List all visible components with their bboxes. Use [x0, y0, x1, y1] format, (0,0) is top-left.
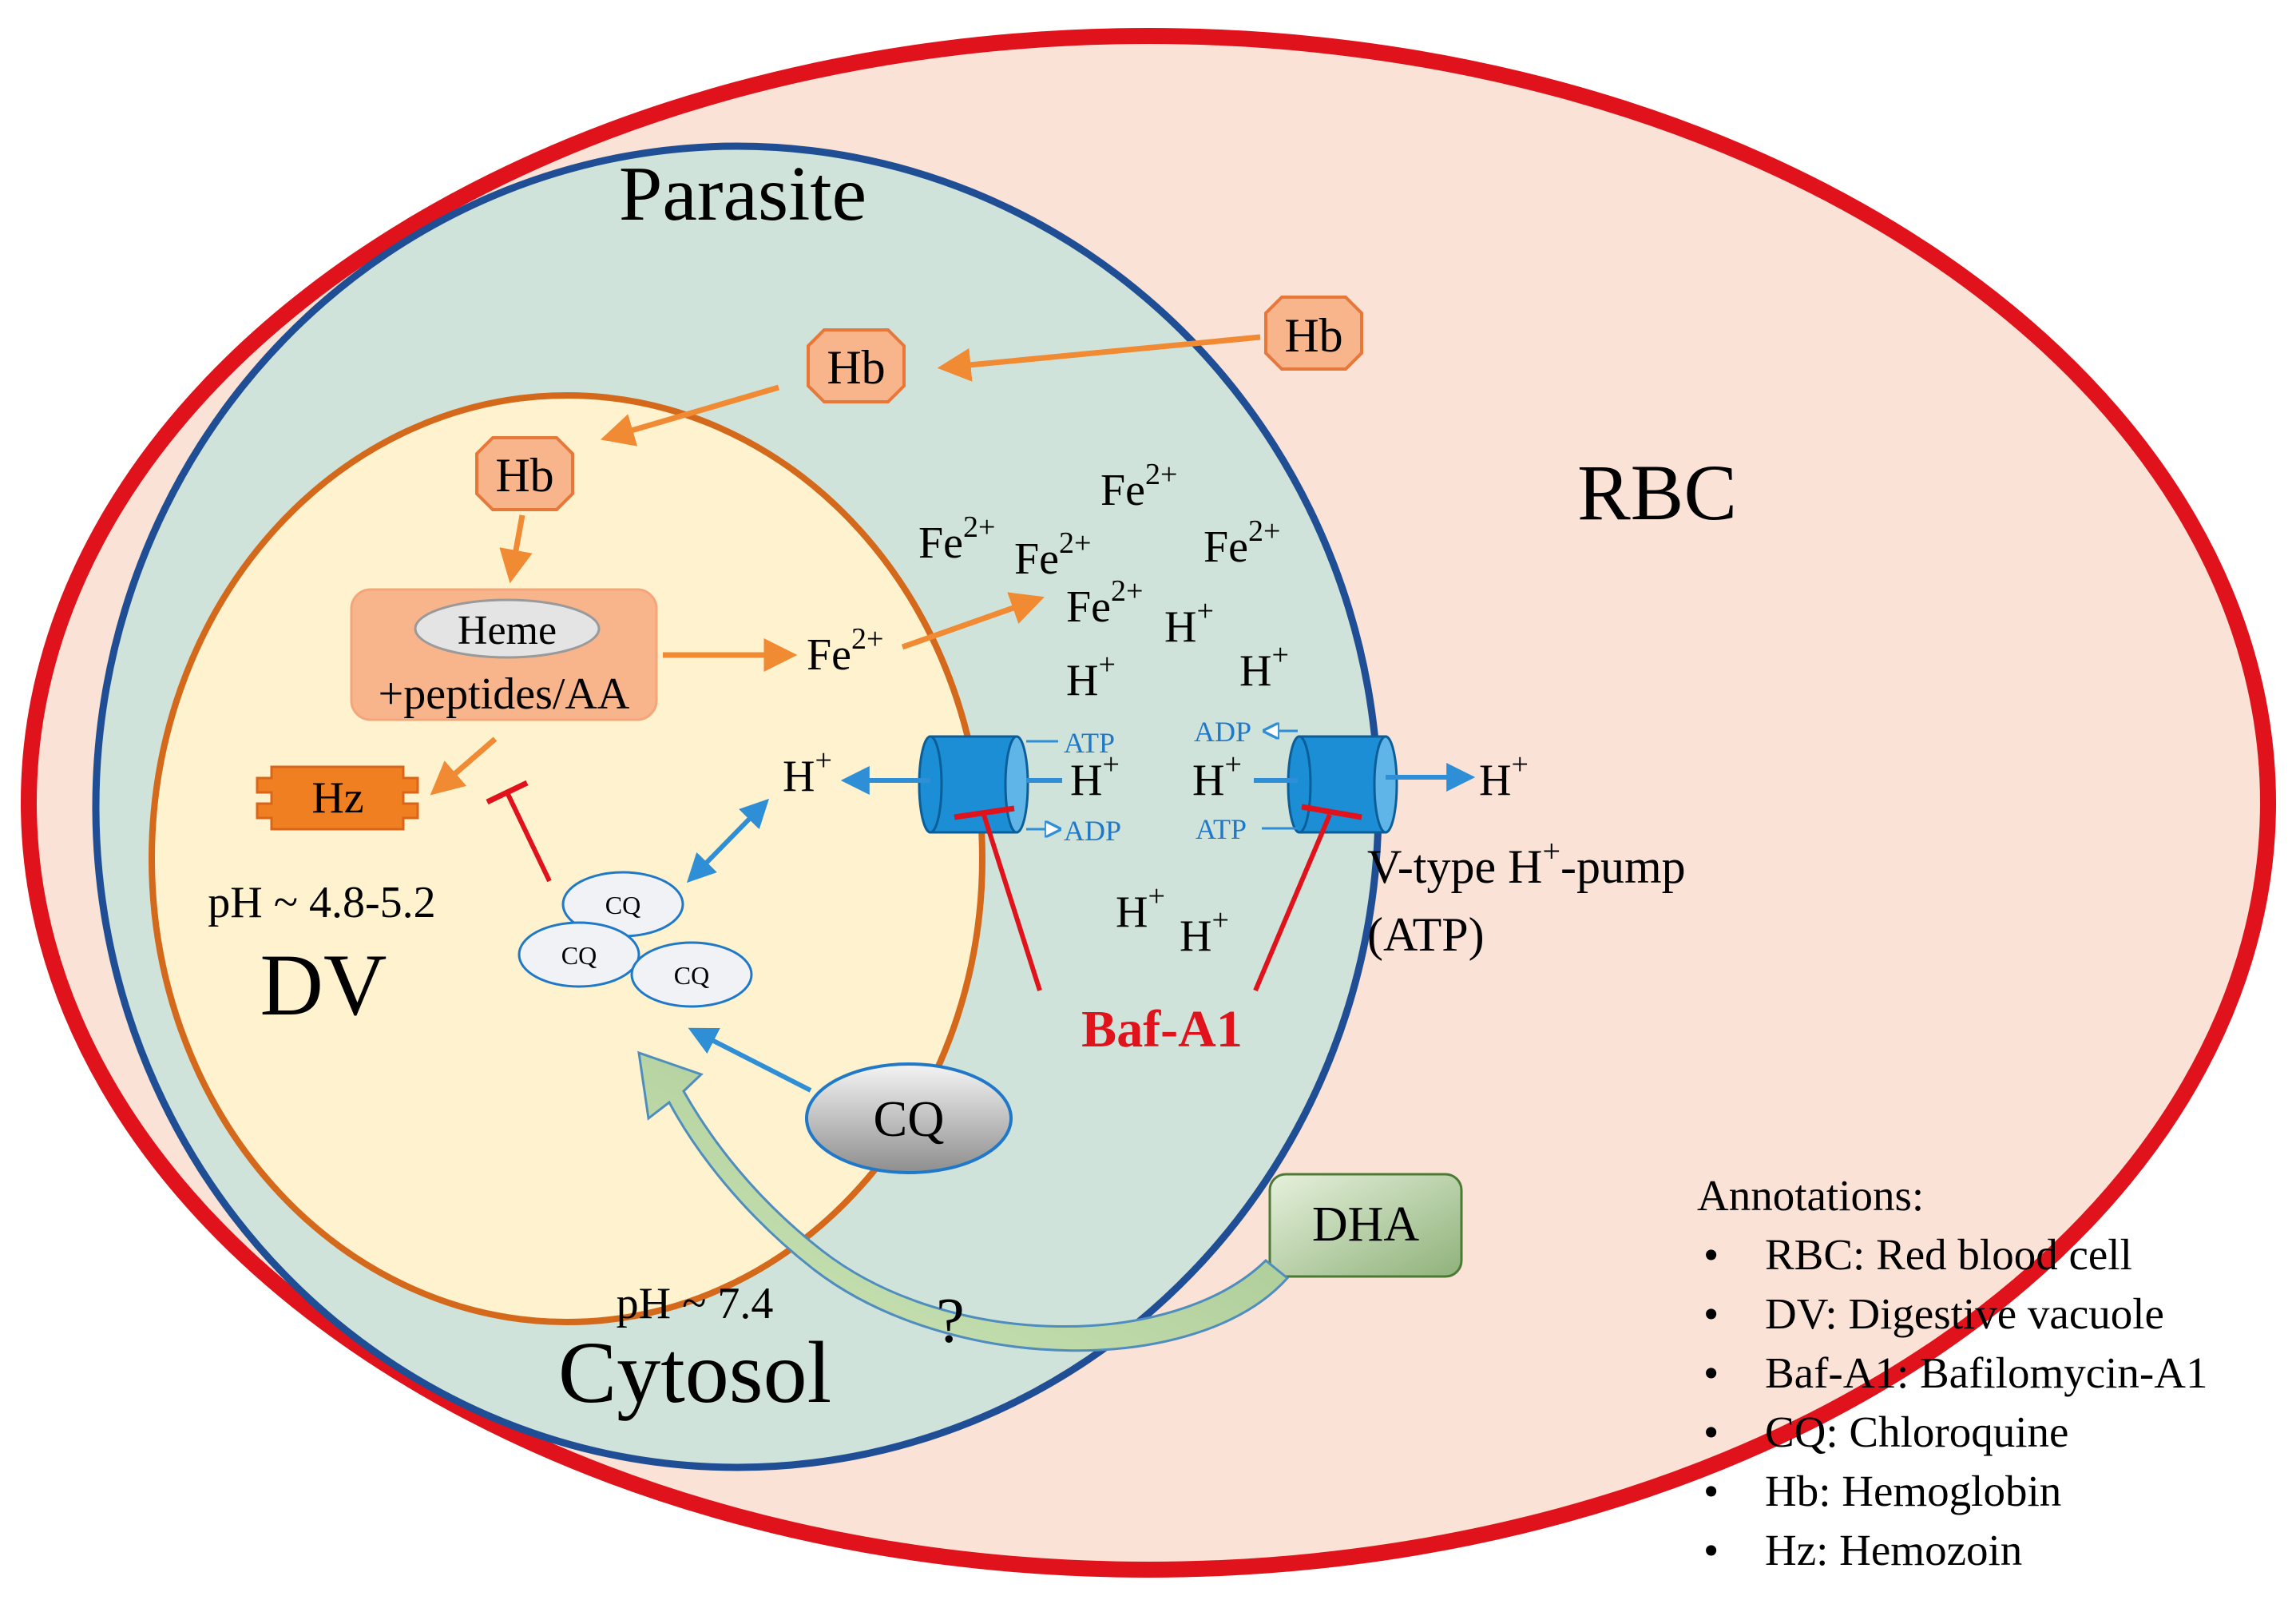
proton-ion: H+: [1116, 879, 1165, 937]
bullet-icon: •: [1703, 1230, 1719, 1279]
hb-label: Hb: [827, 341, 885, 394]
proton-ion: H+: [1239, 638, 1289, 696]
cytosol-ph-label: pH ~ 7.4: [617, 1279, 774, 1328]
annotation-item: •Baf-A1: Bafilomycin-A1: [1697, 1344, 2288, 1403]
fe-ion: Fe2+: [1066, 574, 1143, 632]
dv-ph-label: pH ~ 4.8-5.2: [208, 878, 435, 927]
hz-label: Hz: [311, 773, 363, 823]
fe-export-arrow: [901, 592, 1045, 650]
bullet-icon: •: [1703, 1289, 1719, 1338]
dha-drug: DHA: [1268, 1173, 1463, 1278]
plasma-proton-pump: [1287, 735, 1398, 834]
hb-box-rbc: Hb: [1264, 296, 1363, 371]
annotations-list: •RBC: Red blood cell •DV: Digestive vacu…: [1697, 1225, 2288, 1580]
peptides-label: +peptides/AA: [379, 669, 630, 719]
cq-inhibit-hz-bar: [486, 780, 529, 805]
heme-oval: [414, 598, 601, 659]
baf-a1-label: Baf-A1: [1081, 1000, 1243, 1058]
hb-digest-arrow: [499, 514, 533, 584]
proton-ion: H+: [1192, 748, 1242, 805]
bullet-icon: •: [1703, 1467, 1719, 1515]
annotation-item: •RBC: Red blood cell: [1697, 1225, 2288, 1284]
proton-ion: H+: [1479, 748, 1529, 805]
digestive-vacuole-membrane: [149, 392, 985, 1325]
heme-label: Heme: [458, 608, 557, 653]
heme-peptides-box: Heme +peptides/AA: [350, 588, 658, 721]
question-mark: ?: [936, 1286, 965, 1356]
fe-ion: Fe2+: [918, 510, 995, 568]
parasite-label: Parasite: [619, 151, 866, 237]
proton-ion: H+: [1070, 748, 1120, 805]
hb-label: Hb: [495, 449, 553, 502]
baf-inhibit-plasma-bar: [1301, 804, 1362, 820]
hb-box-dv: Hb: [475, 436, 574, 511]
fe-ion: Fe2+: [807, 622, 883, 680]
bullet-icon: •: [1703, 1407, 1719, 1456]
proton-ion: H+: [1180, 903, 1229, 961]
annotations-title: Annotations:: [1697, 1171, 1925, 1220]
cq-small-label: CQ: [605, 891, 640, 919]
annotation-item: •DV: Digestive vacuole: [1697, 1284, 2288, 1344]
annotation-item: •Hz: Hemozoin: [1697, 1521, 2288, 1580]
fe-ion: Fe2+: [1014, 526, 1091, 584]
hb-label: Hb: [1284, 309, 1342, 362]
pump-label: V-type H+-pump: [1367, 833, 1686, 893]
hb-uptake-arrow: [937, 334, 1261, 382]
cq-proton-arrow: [686, 798, 770, 883]
dv-label: DV: [260, 936, 387, 1034]
cq-inhibit-hz: [505, 791, 552, 883]
fe-ion: Fe2+: [1100, 458, 1177, 515]
hz-crystal: Hz: [256, 765, 419, 831]
baf-inhibit-dv-bar: [954, 805, 1015, 820]
atp-label-plasma: ATP: [1196, 813, 1247, 845]
proton-ions: H+ H+ H+ H+ H+ H+ H+ H+ H+: [783, 594, 1529, 961]
cq-cluster: CQ CQ CQ: [517, 871, 753, 1008]
proton-ion: H+: [1066, 648, 1116, 705]
cq-molecule: [630, 941, 753, 1008]
cq-entry-arrow: [688, 1027, 812, 1093]
cq-small-label: CQ: [561, 941, 597, 970]
proton-ion: H+: [783, 744, 832, 801]
proton-ion: H+: [1164, 594, 1214, 652]
baf-inhibit-plasma-pump: [1253, 813, 1332, 992]
pump-label-atp: (ATP): [1367, 908, 1485, 961]
fe-ion: Fe2+: [1204, 514, 1280, 572]
dv-proton-pump: [918, 735, 1029, 834]
cq-drug-cytosol: CQ: [805, 1062, 1013, 1174]
adp-label-plasma: ADP: [1194, 716, 1251, 748]
annotations-legend: Annotations: •RBC: Red blood cell •DV: D…: [1697, 1166, 2288, 1580]
dha-label: DHA: [1312, 1197, 1420, 1252]
adp-label-dv: ADP: [1064, 815, 1121, 847]
cq-small-label: CQ: [674, 961, 709, 990]
baf-inhibit-dv-pump: [981, 814, 1042, 991]
bullet-icon: •: [1703, 1348, 1719, 1397]
annotation-item: •CQ: Chloroquine: [1697, 1403, 2288, 1462]
bullet-icon: •: [1703, 1526, 1719, 1574]
annotation-item: •Hb: Hemoglobin: [1697, 1462, 2288, 1521]
dha-unknown-path-arrow: [637, 1050, 1290, 1352]
hb-box-parasite: Hb: [807, 328, 906, 403]
hb-transport-arrow: [600, 384, 779, 447]
cq-molecule: [517, 921, 640, 988]
cq-label: CQ: [874, 1090, 945, 1147]
fe-ions: Fe2+ Fe2+ Fe2+ Fe2+ Fe2+ Fe2+: [807, 458, 1280, 680]
hz-formation-arrow: [430, 736, 498, 796]
atp-label-dv: ATP: [1064, 727, 1115, 759]
rbc-label: RBC: [1577, 448, 1737, 537]
cytosol-label: Cytosol: [558, 1324, 831, 1421]
